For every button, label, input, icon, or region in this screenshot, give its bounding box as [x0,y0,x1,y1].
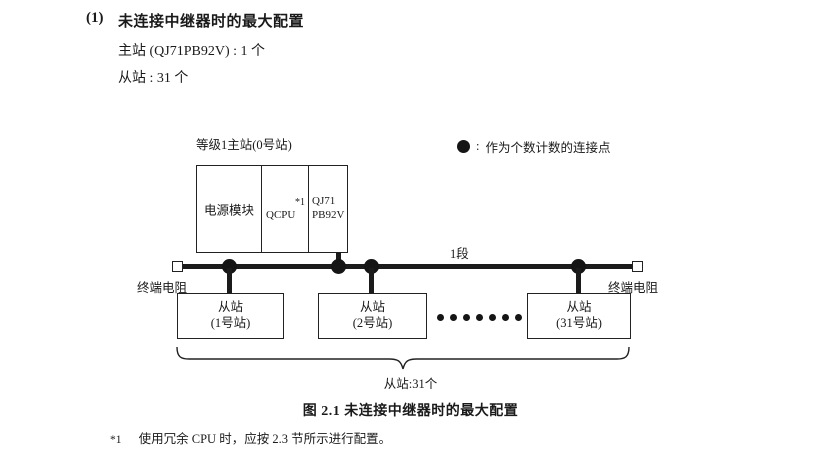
drop-line-slave-1 [227,268,232,294]
slave-count-brace [176,346,630,370]
slave-count-label: 从站:31个 [383,377,438,391]
terminator-right-label: 终端电阻 [608,281,659,295]
connection-point-dot-slave-1 [222,259,237,274]
slave-station-name-31: 从站 [566,300,592,315]
cpu-module-label: QCPU [266,209,296,221]
ellipsis-dot [437,314,444,321]
cpu-footnote-mark: *1 [295,197,305,208]
ellipsis-dot [489,314,496,321]
filled-circle-icon [457,140,470,153]
slave-station-number-31: (31号站) [556,316,602,330]
drop-line-slave-2 [369,268,374,294]
ellipsis-dot [450,314,457,321]
ellipsis-dot [476,314,483,321]
bus-trunk-line [177,264,638,269]
segment-label: 1段 [450,247,469,261]
spec-slave-line: 从站 : 31 个 [118,71,189,86]
master-module-assembly: 电源模块 QCPU *1 QJ71 PB92V [196,165,348,253]
spec-master-line: 主站 (QJ71PB92V) : 1 个 [118,44,266,59]
slave-station-box-2: 从站 (2号站) [318,293,427,339]
connection-point-dot-slave-31 [571,259,586,274]
power-supply-module: 电源模块 [196,165,262,253]
drop-line-slave-31 [576,268,581,294]
footnote-text: 使用冗余 CPU 时，应按 2.3 节所示进行配置。 [138,432,392,446]
profibus-module-label-line1: QJ71 [312,195,336,207]
footnote: *1 使用冗余 CPU 时，应按 2.3 节所示进行配置。 [110,428,391,447]
profibus-module-label-line2: PB92V [312,209,345,221]
ellipsis-dots [437,314,522,321]
ellipsis-dot [515,314,522,321]
cpu-module: QCPU *1 [261,165,309,253]
connection-point-dot-slave-2 [364,259,379,274]
slave-station-name-1: 从站 [217,300,243,315]
connection-point-dot-master [331,259,346,274]
ellipsis-dot [463,314,470,321]
figure-caption: 图 2.1 未连接中继器时的最大配置 [302,404,519,419]
slave-station-number-1: (1号站) [210,316,251,330]
master-station-label: 等级1主站(0号站) [196,138,292,152]
profibus-module: QJ71 PB92V [308,165,348,253]
heading-number: (1) [86,10,104,26]
terminator-right-icon [632,261,643,272]
ellipsis-dot [502,314,509,321]
heading-title: 未连接中继器时的最大配置 [118,14,305,30]
slave-station-name-2: 从站 [359,300,385,315]
terminator-left-label: 终端电阻 [137,281,188,295]
footnote-mark: *1 [110,434,122,446]
slave-station-box-1: 从站 (1号站) [177,293,284,339]
terminator-left-icon [172,261,183,272]
legend-colon: : [476,139,480,153]
slave-station-box-31: 从站 (31号站) [527,293,631,339]
slave-station-number-2: (2号站) [352,316,393,330]
legend: : 作为个数计数的连接点 [457,137,611,156]
power-supply-module-label: 电源模块 [203,203,254,218]
legend-label: 作为个数计数的连接点 [485,141,611,155]
